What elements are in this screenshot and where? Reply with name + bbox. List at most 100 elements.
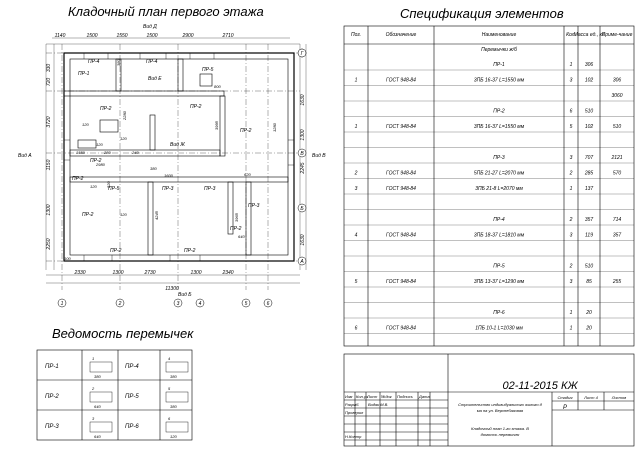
dim-left-3: 1150 — [46, 159, 52, 170]
schedule-grid — [36, 349, 193, 441]
stamp-head-1: Кол.уч — [356, 394, 368, 399]
lintel-mark-3: ПР-5 — [202, 67, 214, 73]
spec-note: 570 — [613, 171, 622, 177]
dim-bottom-4: 2340 — [221, 270, 233, 276]
stamp-name-0: Видяк М.В. — [368, 402, 388, 407]
stamp-sheet-label: Лист 4 — [583, 395, 598, 400]
stamp-project-line1: Строительство индивидуального жилого д — [458, 402, 543, 407]
stamp-nkontr: Н.Контр — [345, 434, 362, 439]
view-b-label: Вид Б — [178, 292, 192, 298]
axis-lines — [46, 44, 300, 290]
lintel-mark-8: ПР-5 — [108, 186, 120, 192]
spec-qty: 2 — [569, 264, 573, 270]
schedule-pos-3: 5 — [168, 386, 171, 391]
inner-dim-0: 380 — [116, 59, 121, 66]
spec-name: ПР-3 — [493, 155, 505, 161]
spec-section-title: Перемычки ж/б — [481, 47, 517, 53]
spec-qty: 6 — [570, 109, 573, 115]
spec-title: Спецификация элементов — [400, 6, 564, 21]
dim-right-2: 2245 — [300, 162, 306, 174]
axis-bubble-bottom-6 — [263, 298, 273, 308]
dim-top-0: 1140 — [55, 33, 66, 39]
spec-header-pos: Поз. — [351, 32, 361, 38]
inner-dim-15: 120 — [120, 212, 127, 217]
spec-qty: 1 — [570, 186, 573, 192]
inner-dim-18: 640 — [238, 234, 245, 239]
spec-mass: 20 — [585, 326, 592, 332]
title-block — [343, 353, 635, 447]
stamp-project-line2: ма на ул. Верхнебазовая — [477, 408, 524, 413]
stamp-sheet-title-line1: Кладочный план 1-го этажа. В — [471, 426, 529, 431]
schedule-pos-5: 6 — [168, 416, 171, 421]
schedule-width-5: 120 — [170, 434, 177, 439]
axis-label-bottom-6: 6 — [267, 301, 270, 307]
spec-name: 3ПБ 16-37 L=1550 мм — [474, 78, 525, 84]
spec-qty: 3 — [570, 155, 573, 161]
schedule-mark-0: ПР-1 — [45, 364, 59, 370]
inner-dim-17: 3965 — [234, 212, 239, 222]
axis-bubble-bottom-1 — [57, 298, 67, 308]
spec-doc: ГОСТ 948-84 — [386, 78, 416, 84]
spec-mass: 102 — [585, 78, 594, 84]
floor-plan — [45, 37, 307, 290]
spec-pos: 1 — [355, 78, 358, 84]
openings — [64, 53, 294, 261]
spec-mass: 20 — [585, 310, 592, 316]
axis-label-bottom-1: 1 — [61, 301, 64, 307]
inner-dim-13: 1280 — [272, 122, 277, 132]
dim-bottom-2: 2730 — [143, 270, 155, 276]
lintel-mark-12: ПР-2 — [82, 212, 94, 218]
view-e-label: Вид Е — [148, 76, 162, 82]
spec-note: 2121 — [610, 155, 622, 161]
inner-dim-10: 380 — [150, 166, 157, 171]
axis-label-right-А: А — [299, 259, 304, 265]
spec-note: 255 — [612, 279, 622, 285]
stamp-sheet-title-line2: домость перемычек — [481, 432, 521, 437]
spec-header-qty: Кол. — [566, 32, 576, 38]
spec-name: 3ПБ 16-37 L=1550 мм — [474, 124, 525, 130]
stamp-sheets-label: Листов — [611, 395, 627, 400]
stamp-head-4: Подпись — [397, 394, 413, 399]
axis-label-right-Г: Г — [301, 51, 305, 57]
schedule-section-sketch — [165, 391, 189, 403]
schedule-width-4: 640 — [94, 434, 101, 439]
spec-qty: 1 — [570, 62, 573, 68]
spec-mass: 510 — [585, 109, 594, 115]
spec-qty: 2 — [569, 171, 573, 177]
stamp-role-1: Проверил — [345, 410, 364, 415]
plan-title: Кладочный план первого этажа — [68, 4, 264, 19]
inner-walls — [63, 58, 289, 256]
inner-dim-9: 2980 — [95, 162, 106, 167]
schedule-pos-2: 2 — [91, 386, 95, 391]
spec-header-name: Наименование — [482, 32, 517, 38]
spec-name: ПР-6 — [493, 310, 505, 316]
spec-mass: 510 — [585, 264, 594, 270]
inner-dim-5: 120 — [96, 142, 103, 147]
inner-dim-2: 120 — [82, 122, 89, 127]
outer-wall-outline — [63, 52, 295, 262]
schedule-pos-1: 4 — [168, 356, 171, 361]
axis-bubble-bottom-3 — [173, 298, 183, 308]
view-a-label: Вид А — [18, 153, 32, 159]
spec-qty: 3 — [570, 279, 573, 285]
spec-qty: 5 — [570, 124, 573, 130]
dim-left-1: 720 — [46, 78, 52, 87]
axis-label-bottom-3: 3 — [177, 301, 180, 307]
schedule-width-2: 640 — [94, 404, 101, 409]
lintel-mark-7: ПР-2 — [90, 158, 102, 164]
dim-top-4: 2900 — [181, 33, 193, 39]
spec-note: 357 — [613, 233, 622, 239]
lintel-mark-6: ПР-2 — [240, 128, 252, 134]
dim-left-4: 1300 — [46, 204, 52, 215]
spec-grid — [343, 25, 635, 347]
spec-doc: ГОСТ 948-84 — [386, 186, 416, 192]
schedule-section-sketch — [89, 391, 113, 403]
schedule-section-sketch — [89, 421, 113, 433]
axis-bubble-bottom-4 — [195, 298, 205, 308]
spec-pos: 2 — [354, 171, 358, 177]
spec-note: 306 — [613, 78, 622, 84]
stamp-head-0: Изм — [345, 394, 353, 399]
stamp-stage-label: Стадия — [558, 395, 574, 400]
dim-bottom-1: 1300 — [112, 270, 123, 276]
